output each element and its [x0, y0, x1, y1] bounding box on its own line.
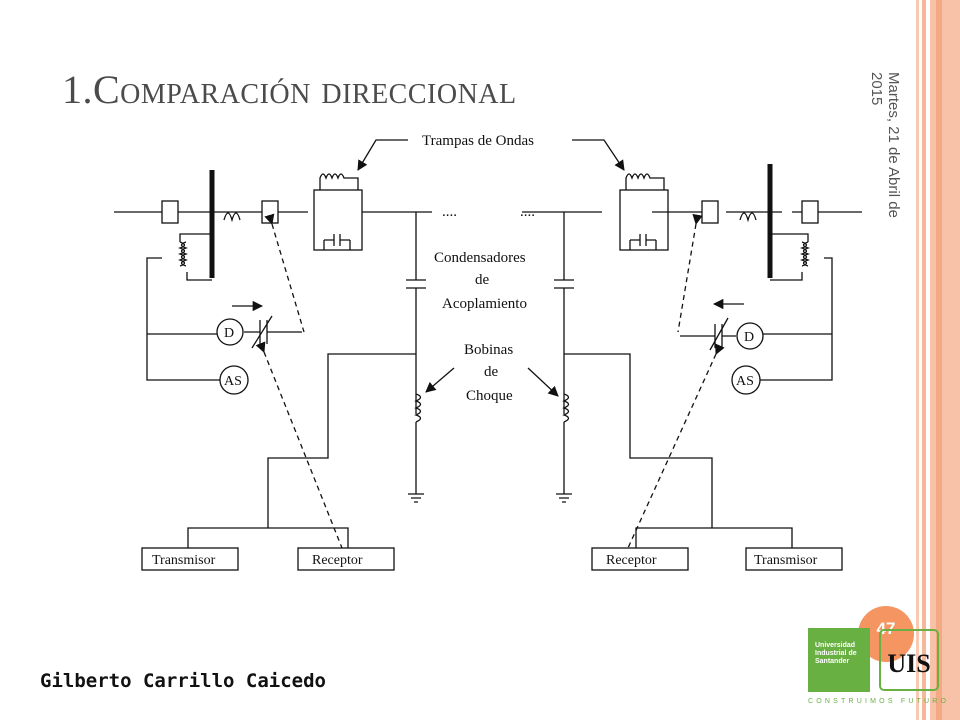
label-receiver-left: Receptor	[312, 553, 363, 568]
logo-tagline: CONSTRUIMOS FUTURO	[808, 698, 950, 705]
slide-title: 1.Comparación direccional	[62, 66, 517, 113]
label-dots-left: ....	[442, 204, 457, 220]
breaker-left-2	[261, 200, 279, 224]
label-d-right: D	[744, 330, 754, 345]
label-dots-right: ....	[520, 204, 535, 220]
label-d-left: D	[224, 326, 234, 341]
relay-d-right	[736, 322, 764, 350]
vt-right	[799, 241, 811, 267]
receiver-right-box	[591, 547, 689, 571]
side-stripe-1	[916, 0, 919, 720]
author-name: Gilberto Carrillo Caicedo	[40, 670, 326, 692]
uis-mark-text: UIS	[887, 649, 930, 678]
contact-left	[244, 320, 302, 344]
label-transmitter-left: Transmisor	[152, 553, 216, 568]
directional-comparison-diagram: Trampas de Ondas .... .... Condensadores…	[114, 133, 862, 571]
label-choke-3: Choque	[466, 388, 513, 404]
side-stripe-2	[922, 0, 926, 720]
label-choke-2: de	[484, 364, 499, 380]
wave-trap-right	[619, 189, 669, 251]
choke-coil-left	[414, 393, 422, 423]
university-logo-box: Universidad Industrial de Santander	[808, 628, 870, 692]
label-as-left: AS	[224, 374, 242, 389]
title-text: Comparación direccional	[93, 67, 517, 112]
logo-line-1: Universidad	[815, 642, 856, 649]
ct-right	[739, 212, 757, 223]
transmitter-right-box	[745, 547, 843, 571]
breaker-right-2	[801, 200, 819, 224]
logo-line-3: Santander	[815, 658, 850, 665]
label-choke-1: Bobinas	[464, 342, 513, 358]
label-as-right: AS	[736, 374, 754, 389]
coupling-cap-left	[406, 212, 426, 414]
breaker-right-1	[701, 200, 719, 224]
relay-as-right	[731, 365, 761, 395]
wave-trap-left	[313, 189, 363, 251]
label-wave-traps: Trampas de Ondas	[422, 133, 534, 149]
transmitter-left-box	[141, 547, 239, 571]
label-receiver-right: Receptor	[606, 553, 657, 568]
side-stripe-4	[936, 0, 942, 720]
label-coupling-1: Condensadores	[434, 250, 526, 266]
receiver-left-box	[297, 547, 395, 571]
side-stripe-3	[930, 0, 960, 720]
breaker-left-1	[161, 200, 179, 224]
logo-text: Universidad Industrial de Santander	[815, 642, 857, 666]
contact-right	[680, 324, 736, 348]
choke-coil-right	[562, 393, 570, 423]
relay-d-left	[216, 318, 244, 346]
label-coupling-2: de	[475, 272, 490, 288]
logo-line-2: Industrial de	[815, 650, 857, 657]
label-transmitter-right: Transmisor	[754, 553, 818, 568]
label-coupling-3: Acoplamiento	[442, 296, 527, 312]
title-number: 1.	[62, 67, 93, 112]
ct-left	[223, 212, 241, 223]
relay-as-left	[219, 365, 249, 395]
uis-logo-mark: UIS	[879, 629, 939, 691]
vt-left	[177, 241, 189, 267]
coupling-cap-right	[554, 212, 574, 414]
